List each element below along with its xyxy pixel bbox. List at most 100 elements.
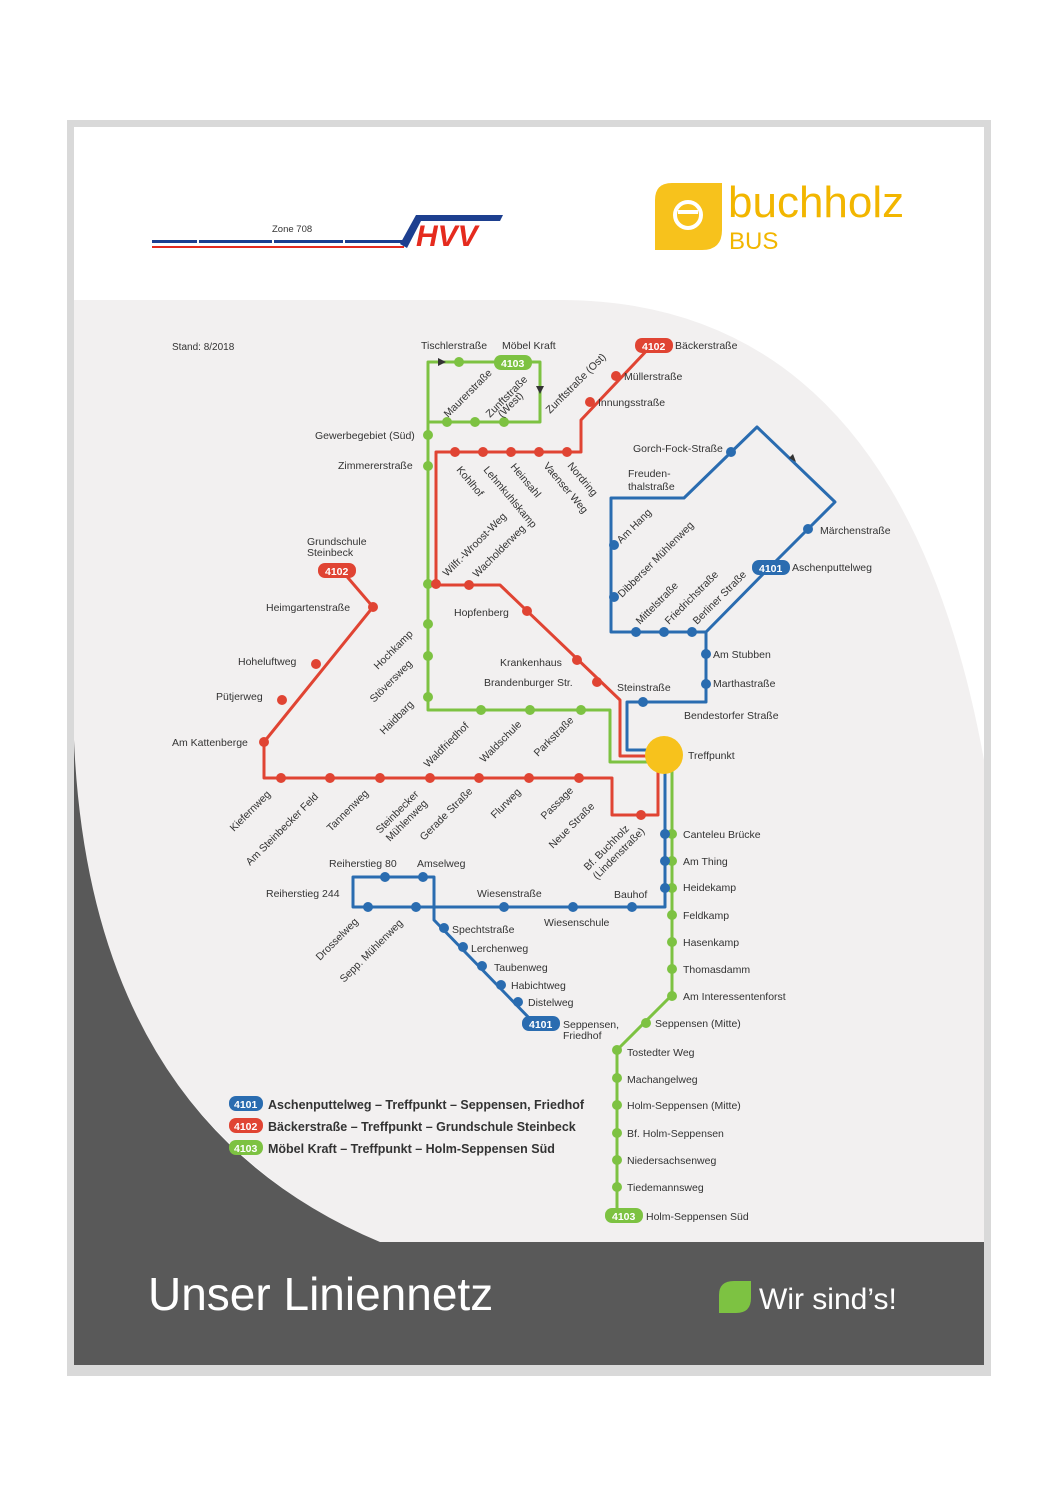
stop-label[interactable]: Thomasdamm bbox=[683, 964, 750, 976]
station-dot[interactable] bbox=[611, 371, 621, 381]
station-dot[interactable] bbox=[368, 602, 378, 612]
station-dot[interactable] bbox=[363, 902, 373, 912]
stop-label[interactable]: Marthastraße bbox=[713, 678, 776, 690]
stop-label[interactable]: Bendestorfer Straße bbox=[684, 710, 779, 722]
station-dot[interactable] bbox=[612, 1182, 622, 1192]
station-dot[interactable] bbox=[612, 1128, 622, 1138]
station-dot[interactable] bbox=[499, 417, 509, 427]
stop-label[interactable]: Distelweg bbox=[528, 997, 574, 1009]
station-dot[interactable] bbox=[423, 692, 433, 702]
stop-label[interactable]: Brandenburger Str. bbox=[484, 677, 573, 689]
station-dot[interactable] bbox=[660, 829, 670, 839]
stop-label[interactable]: Gorch-Fock-Straße bbox=[633, 443, 723, 455]
stop-label[interactable]: Grundschule bbox=[307, 536, 367, 548]
station-dot[interactable] bbox=[641, 1018, 651, 1028]
station-dot[interactable] bbox=[574, 773, 584, 783]
stop-label[interactable]: Niedersachsenweg bbox=[627, 1155, 716, 1167]
station-dot[interactable] bbox=[496, 980, 506, 990]
station-dot[interactable] bbox=[687, 627, 697, 637]
station-dot[interactable] bbox=[423, 651, 433, 661]
stop-label[interactable]: Am Interessentenforst bbox=[683, 991, 786, 1003]
station-dot[interactable] bbox=[660, 883, 670, 893]
stop-label[interactable]: Holm-Seppensen Süd bbox=[646, 1211, 749, 1223]
station-dot[interactable] bbox=[442, 417, 452, 427]
stop-label[interactable]: Steinbeck bbox=[307, 547, 354, 559]
station-dot[interactable] bbox=[478, 447, 488, 457]
station-dot[interactable] bbox=[726, 447, 736, 457]
station-dot[interactable] bbox=[423, 461, 433, 471]
station-dot[interactable] bbox=[585, 397, 595, 407]
station-dot[interactable] bbox=[667, 883, 677, 893]
stop-label[interactable]: Pütjerweg bbox=[216, 691, 263, 703]
station-dot[interactable] bbox=[311, 659, 321, 669]
stop-label[interactable]: Friedhof bbox=[563, 1030, 602, 1042]
stop-label[interactable]: Machangelweg bbox=[627, 1074, 698, 1086]
station-dot[interactable] bbox=[277, 695, 287, 705]
station-dot[interactable] bbox=[325, 773, 335, 783]
station-dot[interactable] bbox=[701, 649, 711, 659]
station-dot[interactable] bbox=[667, 856, 677, 866]
stop-label[interactable]: Hoheluftweg bbox=[238, 656, 297, 668]
station-dot[interactable] bbox=[609, 592, 619, 602]
stop-label[interactable]: Lerchenweg bbox=[471, 943, 528, 955]
stop-label[interactable]: Tostedter Weg bbox=[627, 1047, 695, 1059]
station-dot[interactable] bbox=[411, 902, 421, 912]
stop-label[interactable]: Zimmererstraße bbox=[338, 460, 413, 472]
station-dot[interactable] bbox=[576, 705, 586, 715]
stop-label[interactable]: Taubenweg bbox=[494, 962, 548, 974]
station-dot[interactable] bbox=[380, 872, 390, 882]
station-dot[interactable] bbox=[276, 773, 286, 783]
stop-label[interactable]: Am Kattenberge bbox=[172, 737, 248, 749]
stop-label[interactable]: Tiedemannsweg bbox=[627, 1182, 704, 1194]
station-dot[interactable] bbox=[701, 679, 711, 689]
stop-label[interactable]: Hasenkamp bbox=[683, 937, 739, 949]
stop-label[interactable]: Reiherstieg 244 bbox=[266, 888, 340, 900]
stop-label[interactable]: Canteleu Brücke bbox=[683, 829, 761, 841]
station-dot[interactable] bbox=[506, 447, 516, 457]
stop-label[interactable]: Bäckerstraße bbox=[675, 340, 738, 352]
station-dot[interactable] bbox=[439, 923, 449, 933]
station-dot[interactable] bbox=[612, 1155, 622, 1165]
station-dot[interactable] bbox=[627, 902, 637, 912]
station-dot[interactable] bbox=[454, 357, 464, 367]
station-dot[interactable] bbox=[474, 773, 484, 783]
station-dot[interactable] bbox=[612, 1073, 622, 1083]
stop-label[interactable]: Amselweg bbox=[417, 858, 466, 870]
station-dot[interactable] bbox=[423, 619, 433, 629]
station-dot[interactable] bbox=[425, 773, 435, 783]
station-dot[interactable] bbox=[477, 961, 487, 971]
station-dot[interactable] bbox=[513, 997, 523, 1007]
stop-label[interactable]: Seppensen, bbox=[563, 1019, 619, 1031]
station-dot[interactable] bbox=[522, 606, 532, 616]
station-dot[interactable] bbox=[464, 580, 474, 590]
station-dot[interactable] bbox=[667, 964, 677, 974]
station-dot[interactable] bbox=[667, 991, 677, 1001]
stop-label[interactable]: Heidekamp bbox=[683, 882, 736, 894]
station-dot[interactable] bbox=[450, 447, 460, 457]
stop-label[interactable]: Am Stubben bbox=[713, 649, 771, 661]
stop-label[interactable]: Feldkamp bbox=[683, 910, 729, 922]
station-dot[interactable] bbox=[470, 417, 480, 427]
station-dot[interactable] bbox=[423, 430, 433, 440]
stop-label[interactable]: Innungsstraße bbox=[598, 397, 665, 409]
station-dot[interactable] bbox=[636, 810, 646, 820]
stop-label[interactable]: Hopfenberg bbox=[454, 607, 509, 619]
stop-label[interactable]: Seppensen (Mitte) bbox=[655, 1018, 741, 1030]
station-dot[interactable] bbox=[609, 540, 619, 550]
stop-label[interactable]: Krankenhaus bbox=[500, 657, 562, 669]
hub-treffpunkt[interactable] bbox=[645, 736, 683, 774]
station-dot[interactable] bbox=[476, 705, 486, 715]
stop-label[interactable]: Möbel Kraft bbox=[502, 340, 556, 352]
station-dot[interactable] bbox=[458, 942, 468, 952]
station-dot[interactable] bbox=[568, 902, 578, 912]
station-dot[interactable] bbox=[431, 579, 441, 589]
stop-label[interactable]: Tischlerstraße bbox=[421, 340, 487, 352]
stop-label[interactable]: Spechtstraße bbox=[452, 924, 515, 936]
station-dot[interactable] bbox=[667, 829, 677, 839]
stop-label[interactable]: Aschenputtelweg bbox=[792, 562, 872, 574]
stop-label[interactable]: Bf. Holm-Seppensen bbox=[627, 1128, 724, 1140]
station-dot[interactable] bbox=[525, 705, 535, 715]
stop-label[interactable]: Wiesenschule bbox=[544, 917, 610, 929]
stop-label[interactable]: Freuden- bbox=[628, 468, 671, 480]
station-dot[interactable] bbox=[572, 655, 582, 665]
